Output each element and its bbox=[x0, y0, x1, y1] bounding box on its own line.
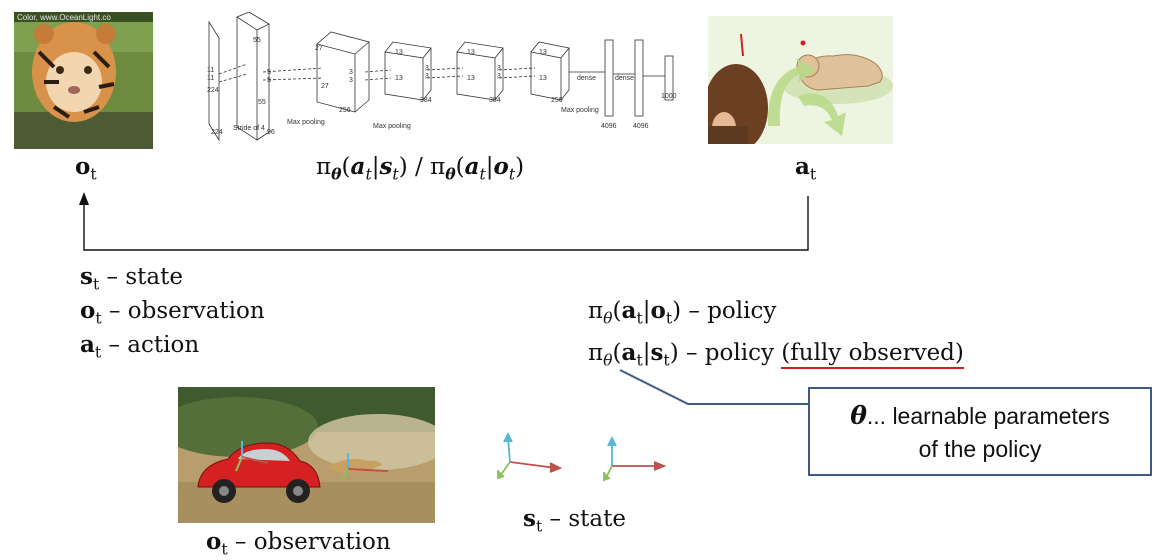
net-num: 224 bbox=[211, 129, 223, 136]
a: a bbox=[350, 153, 366, 180]
obs-label-top: ot bbox=[75, 153, 97, 184]
net-num: 13 bbox=[395, 49, 403, 56]
net-label: Max pooling bbox=[287, 119, 325, 126]
a: a bbox=[464, 153, 480, 180]
action-symbol: a bbox=[795, 153, 810, 180]
net-label: Max pooling bbox=[561, 107, 599, 114]
t: t bbox=[392, 164, 399, 184]
theta: θ bbox=[331, 164, 342, 184]
net-num: 3 bbox=[497, 73, 501, 80]
net-num: 5 bbox=[267, 77, 271, 84]
net-num: 11 bbox=[207, 67, 214, 74]
net-label: Stride of 4 bbox=[233, 125, 265, 132]
definitions-list: st – state ot – observation at – action bbox=[80, 260, 265, 362]
obs-symbol: o bbox=[75, 153, 91, 180]
definition-action: at – action bbox=[80, 331, 200, 362]
net-num: 1000 bbox=[661, 93, 677, 100]
policy-partial: πθ(at|ot) – policy bbox=[588, 297, 777, 328]
net-num: 384 bbox=[420, 97, 432, 104]
state-axes bbox=[497, 431, 667, 482]
action-subscript: t bbox=[809, 164, 817, 184]
net-label: dense bbox=[577, 75, 596, 82]
policy-full: πθ(at|st) – policy (fully observed) bbox=[588, 339, 964, 370]
net-num: 13 bbox=[539, 75, 547, 82]
net-num: 3 bbox=[497, 65, 501, 72]
net-num: 55 bbox=[258, 99, 266, 106]
action-label-top: at bbox=[795, 153, 817, 184]
callout-line-2: of the policy bbox=[918, 436, 1042, 462]
net-num: 384 bbox=[489, 97, 501, 104]
car-cheetah-image bbox=[158, 387, 448, 523]
net-num: 5 bbox=[267, 69, 271, 76]
callout-connector bbox=[619, 369, 808, 405]
net-num: 11 bbox=[207, 75, 214, 82]
callout-line-1: ... learnable parameters bbox=[866, 403, 1110, 429]
net-num: 96 bbox=[267, 129, 275, 136]
pi: π bbox=[430, 154, 446, 180]
t: t bbox=[479, 164, 486, 184]
net-num: 3 bbox=[425, 65, 429, 72]
action-image bbox=[704, 16, 893, 152]
observation-label-bottom: ot – observation bbox=[206, 528, 391, 559]
net-num: 3 bbox=[349, 69, 353, 76]
cnn-diagram: 224 224 11 11 55 55 96 5 5 27 27 256 3 3… bbox=[205, 11, 685, 147]
net-num: 4096 bbox=[601, 123, 617, 130]
net-num: 13 bbox=[467, 75, 475, 82]
s: s bbox=[379, 153, 393, 180]
net-num: 55 bbox=[253, 37, 261, 44]
obs-subscript: t bbox=[90, 164, 97, 184]
net-num: 3 bbox=[349, 77, 353, 84]
tiger-image: Color, www.OceanLight.co bbox=[14, 12, 153, 149]
net-num: 3 bbox=[425, 73, 429, 80]
net-num: 13 bbox=[395, 75, 403, 82]
net-num: 256 bbox=[339, 107, 351, 114]
net-num: 13 bbox=[539, 49, 547, 56]
net-num: 27 bbox=[315, 45, 323, 52]
theta: θ bbox=[445, 164, 456, 184]
policy-label-top: πθ(at|st) / πθ(at|ot) bbox=[316, 153, 525, 184]
net-num: 4096 bbox=[633, 123, 649, 130]
theta-callout: θ... learnable parameters of the policy bbox=[808, 387, 1152, 476]
net-num: 256 bbox=[551, 97, 563, 104]
tiger-watermark: Color, www.OceanLight.co bbox=[17, 13, 111, 22]
net-label: dense bbox=[615, 75, 634, 82]
state-label-bottom: st – state bbox=[523, 505, 626, 536]
o: o bbox=[493, 153, 509, 180]
net-num: 224 bbox=[207, 87, 219, 94]
net-num: 13 bbox=[467, 49, 475, 56]
net-label: Max pooling bbox=[373, 123, 411, 130]
fully-observed-note: (fully observed) bbox=[781, 340, 964, 369]
policy-defs: πθ(at|ot) – policy πθ(at|st) – policy (f… bbox=[588, 290, 964, 374]
definition-state: st – state bbox=[80, 263, 183, 294]
t: t bbox=[508, 164, 516, 184]
t: t bbox=[365, 164, 372, 184]
net-num: 27 bbox=[321, 83, 329, 90]
definition-observation: ot – observation bbox=[80, 297, 265, 328]
theta-symbol: θ bbox=[850, 401, 867, 430]
pi: π bbox=[316, 154, 332, 180]
